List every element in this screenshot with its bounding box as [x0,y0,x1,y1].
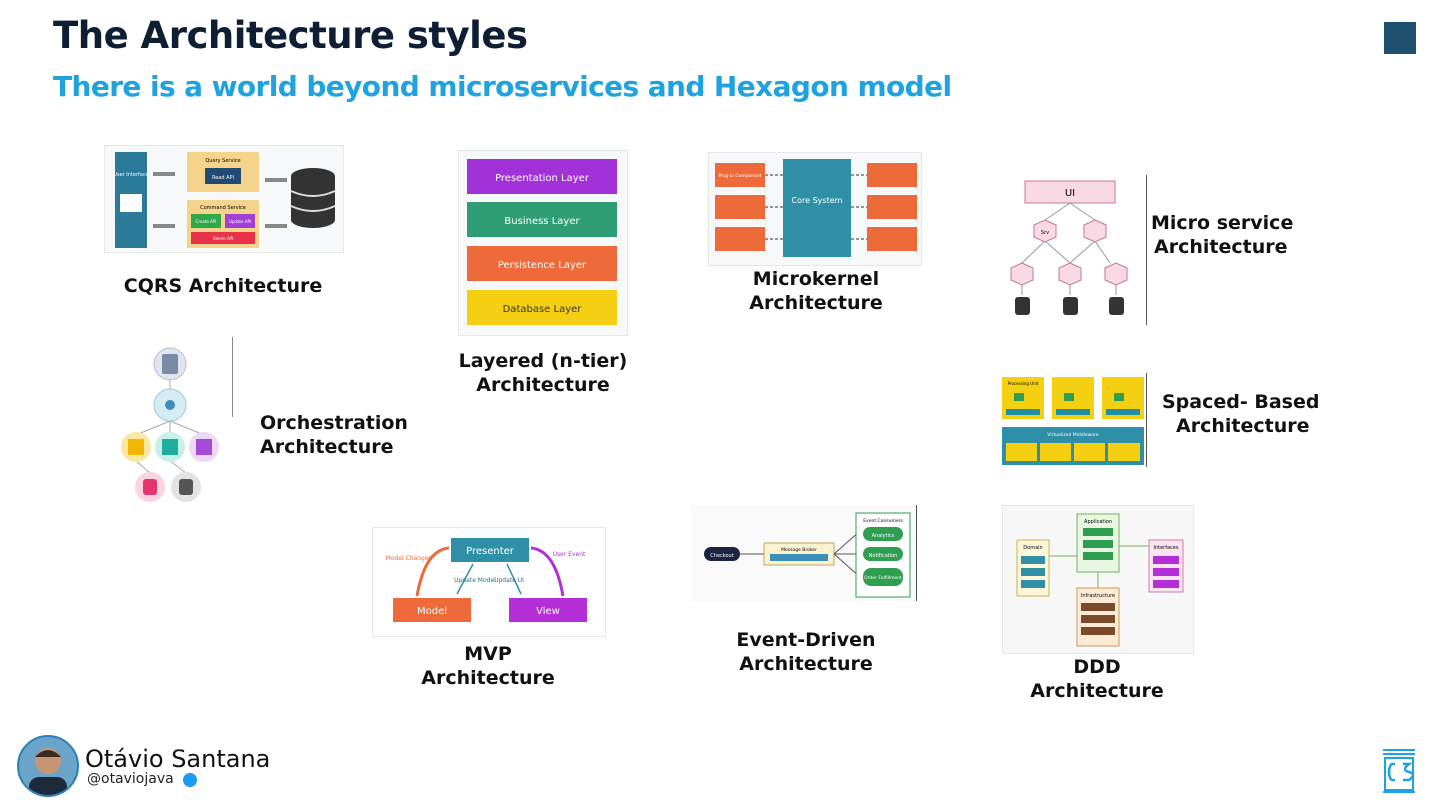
event-notification: Notification [869,553,898,559]
microkernel-diagram: Core System Plug-in Component [708,152,922,266]
cqrs-ui-label: User Interface [113,172,148,178]
microkernel-caption-line1: Microkernel [752,268,880,290]
cqrs-diagram: User Interface Query Service Read API Co… [104,145,344,253]
mvp-caption-line1: MVP [464,643,512,665]
event-divider [916,505,917,601]
mvp-update-model: Update Model [454,577,496,584]
cqrs-delete-api: Delete API [213,236,234,241]
orchestration-caption-line2: Architecture [260,436,394,458]
microservice-caption-line2: Architecture [1154,236,1288,258]
cqrs-query-service: Query Service [205,158,240,164]
mvp-diagram: Presenter Model View Model Changed User … [372,527,606,637]
avatar [17,735,79,797]
plugin-label: Plug-in Component [719,173,762,179]
spaced-middleware: Virtualized Middleware [1047,432,1098,438]
event-broker: Message Broker [781,547,817,553]
slide-title: The Architecture styles [53,14,528,57]
mvp-caption-line2: Architecture [421,667,555,689]
layer-presentation: Presentation Layer [495,173,590,184]
spaced-processing-unit: Processing Unit [1008,381,1039,386]
event-order: Order Fulfillment [864,575,902,581]
microservice-diagram: UI Srv [1000,175,1140,325]
layered-caption-line2: Architecture [476,374,610,396]
event-analytics: Analytics [872,533,895,539]
microkernel-core: Core System [792,196,843,205]
ddd-diagram: Application Domain Interfaces Infrastruc… [1002,505,1194,654]
logo-icon [1381,746,1417,794]
mvp-update-ui: Update UI [494,577,524,584]
event-caption-line2: Architecture [739,653,873,675]
author-handle: @otaviojava [87,771,174,787]
ddd-caption-line2: Architecture [1030,680,1164,702]
mvp-model-changed: Model Changed [386,555,433,562]
spaced-diagram: Processing Unit Virtualized Middleware [1000,373,1145,467]
microservice-caption-line1: Micro service [1151,212,1294,234]
mvp-model: Model [417,606,447,617]
mvp-view: View [536,606,560,617]
layer-business: Business Layer [504,216,580,227]
ddd-interfaces: Interfaces [1154,545,1179,551]
slide-subtitle: There is a world beyond microservices an… [53,70,952,103]
cqrs-update-api: Update API [229,219,251,224]
ddd-domain: Domain [1023,545,1042,551]
layered-caption-line1: Layered (n-tier) [458,350,628,372]
orchestration-caption-line1: Orchestration [260,412,408,434]
layer-persistence: Persistence Layer [498,260,587,271]
cqrs-command-service: Command Service [200,205,246,211]
event-driven-diagram: Checkout Message Broker Event Consumers … [690,505,916,601]
spaced-caption-line2: Architecture [1176,415,1310,437]
ddd-infrastructure: Infrastructure [1081,593,1115,599]
event-caption-line1: Event-Driven [736,629,876,651]
ddd-caption-line1: DDD [1073,656,1121,678]
microservice-divider [1146,175,1147,325]
verified-icon [183,773,197,787]
author-name: Otávio Santana [85,745,271,773]
microservice-srv: Srv [1041,230,1049,236]
ddd-application: Application [1084,519,1112,525]
spaced-caption-line1: Spaced- Based [1162,391,1320,413]
corner-square [1384,22,1416,54]
orchestration-diagram [114,345,224,505]
mvp-presenter: Presenter [466,546,515,557]
event-consumers: Event Consumers [863,518,903,524]
cqrs-caption: CQRS Architecture [123,275,323,297]
orchestration-divider [232,337,233,417]
mvp-user-event: User Event [553,551,586,558]
cqrs-read-api: Read API [212,175,234,181]
event-checkout: Checkout [710,553,733,559]
cqrs-create-api: Create API [196,219,217,224]
microservice-ui: UI [1065,188,1075,199]
microkernel-caption-line2: Architecture [749,292,883,314]
layered-diagram: Presentation Layer Business Layer Persis… [458,150,628,336]
layer-database: Database Layer [503,304,583,315]
spaced-divider [1146,373,1147,467]
